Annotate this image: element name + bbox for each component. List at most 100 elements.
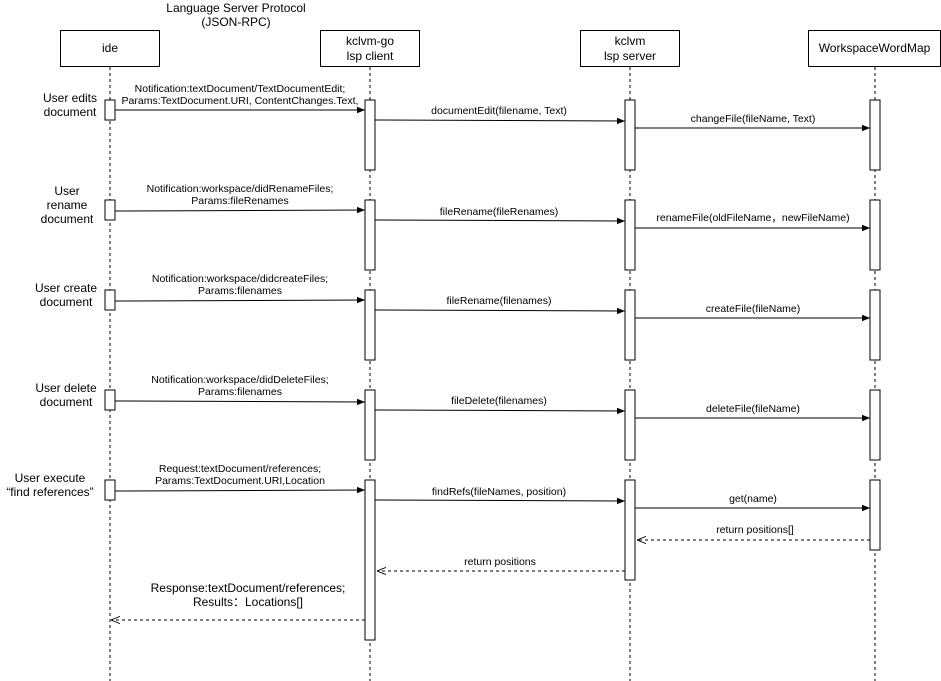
participant-ide-label: ide — [101, 41, 118, 55]
message-label-m6: renameFile(oldFileName，newFileName) — [656, 212, 849, 224]
message-line: return positions[] — [716, 524, 794, 536]
participant-client-label-1: kclvm-go — [345, 33, 394, 48]
message-line: return positions — [464, 556, 536, 568]
action-rename-line: User — [54, 184, 80, 198]
message-label-m4: Notification:workspace/didRenameFiles; P… — [147, 183, 334, 207]
activation-server-1 — [624, 99, 636, 171]
activation-client-3 — [364, 289, 376, 361]
message-label-m16: return positions[] — [716, 524, 794, 536]
message-line: Notification:textDocument/TextDocumentEd… — [134, 83, 346, 95]
message-label-m11: fileDelete(filenames) — [451, 395, 547, 407]
activation-ide-3 — [104, 289, 116, 311]
activation-client-4 — [364, 389, 376, 461]
message-label-m15: get(name) — [729, 493, 777, 505]
arrow-m2 — [374, 117, 626, 125]
arrow-m5 — [374, 217, 626, 225]
message-label-m7: Notification:workspace/didcreateFiles; P… — [152, 273, 328, 297]
participant-client-label-2: lsp client — [346, 48, 394, 63]
message-line: createFile(fileName) — [705, 303, 801, 315]
action-delete-line: document — [39, 395, 93, 409]
action-create: User create document — [35, 281, 97, 309]
message-line: Params:filenames — [197, 285, 283, 297]
activation-client-5 — [364, 479, 376, 641]
message-line: Notification:workspace/didcreateFiles; — [151, 273, 329, 285]
message-line: renameFile(oldFileName，newFileName) — [656, 212, 850, 224]
activation-client-2 — [364, 199, 376, 271]
participant-server: kclvm lsp server — [580, 30, 680, 67]
title-line2: (JSON-RPC) — [201, 15, 271, 29]
message-line: Params:filenames — [197, 386, 283, 398]
activation-server-2 — [624, 199, 636, 271]
message-label-m17: return positions — [464, 556, 536, 568]
activation-ide-4 — [104, 389, 116, 411]
arrow-m13 — [114, 486, 366, 494]
participant-wordmap: WorkspaceWordMap — [808, 30, 941, 67]
participant-client: kclvm-go lsp client — [320, 30, 420, 67]
title-line1: Language Server Protocol — [166, 1, 306, 15]
activation-client-1 — [364, 99, 376, 171]
action-refs: User execute “find references” — [6, 471, 93, 499]
action-rename-line: document — [40, 212, 94, 226]
activation-ide-5 — [104, 479, 116, 501]
participant-ide: ide — [60, 30, 160, 67]
message-line: Params:fileRenames — [191, 195, 289, 207]
action-edit-line: document — [43, 105, 97, 119]
message-line: Notification:workspace/didRenameFiles; — [146, 183, 334, 195]
message-label-m2: documentEdit(filename, Text) — [431, 105, 567, 117]
arrow-m14 — [374, 497, 626, 505]
arrow-m4 — [114, 206, 366, 214]
activation-wordmap-5 — [869, 479, 881, 551]
participant-server-label-1: kclvm — [614, 33, 646, 48]
activation-wordmap-3 — [869, 289, 881, 361]
action-refs-line: “find references” — [6, 485, 94, 499]
diagram-title: Language Server Protocol (JSON-RPC) — [166, 1, 305, 29]
message-line: findRefs(fileNames, position) — [431, 486, 567, 498]
message-label-m9: createFile(fileName) — [706, 303, 801, 315]
activation-wordmap-4 — [869, 389, 881, 461]
activation-server-4 — [624, 389, 636, 461]
action-edit-line: User edits — [42, 91, 98, 105]
message-line: Results：Locations[] — [192, 595, 304, 609]
message-line: Notification:workspace/didDeleteFiles; — [151, 374, 329, 386]
action-refs-line: User execute — [14, 471, 86, 485]
message-line: Params:TextDocument.URI,Location — [155, 475, 325, 487]
participant-wordmap-label: WorkspaceWordMap — [818, 41, 931, 55]
action-create-line: document — [39, 295, 93, 309]
arrow-m7 — [114, 296, 366, 304]
activation-ide-1 — [104, 99, 116, 121]
action-edit: User edits document — [43, 91, 97, 119]
message-label-m18: Response:textDocument/references; Result… — [151, 581, 346, 609]
activation-ide-2 — [104, 199, 116, 221]
message-label-m1: Notification:textDocument/TextDocumentEd… — [122, 83, 359, 107]
action-rename: User rename document — [41, 184, 94, 226]
message-label-m3: changeFile(fileName, Text) — [691, 113, 816, 125]
activation-wordmap-2 — [869, 199, 881, 271]
message-line: Request:textDocument/references; — [158, 463, 322, 475]
activation-wordmap-1 — [869, 99, 881, 171]
message-label-m10: Notification:workspace/didDeleteFiles; P… — [151, 374, 328, 398]
message-line: changeFile(fileName, Text) — [690, 113, 816, 125]
action-delete: User delete document — [35, 381, 96, 409]
message-line: fileDelete(filenames) — [451, 395, 547, 407]
arrow-m10 — [114, 398, 366, 406]
action-rename-line: rename — [46, 198, 88, 212]
message-label-m12: deleteFile(fileName) — [706, 403, 800, 415]
arrow-m8 — [374, 307, 626, 315]
message-label-m5: fileRename(fileRenames) — [440, 206, 558, 218]
message-label-m13: Request:textDocument/references; Params:… — [155, 463, 325, 487]
message-line: deleteFile(fileName) — [706, 403, 800, 415]
activation-server-3 — [624, 289, 636, 361]
message-label-m8: fileRename(filenames) — [446, 295, 551, 307]
action-delete-line: User delete — [35, 381, 97, 395]
action-create-line: User create — [34, 281, 98, 295]
message-line: fileRename(filenames) — [446, 295, 552, 307]
message-label-m14: findRefs(fileNames, position) — [432, 486, 566, 498]
message-line: fileRename(fileRenames) — [439, 206, 559, 218]
arrow-m11 — [374, 407, 626, 415]
message-line: documentEdit(filename, Text) — [431, 105, 567, 117]
activation-server-5 — [624, 479, 636, 581]
message-line: Params:TextDocument.URI, ContentChanges.… — [121, 95, 359, 107]
message-line: Response:textDocument/references; — [150, 581, 346, 595]
message-line: get(name) — [729, 493, 777, 505]
